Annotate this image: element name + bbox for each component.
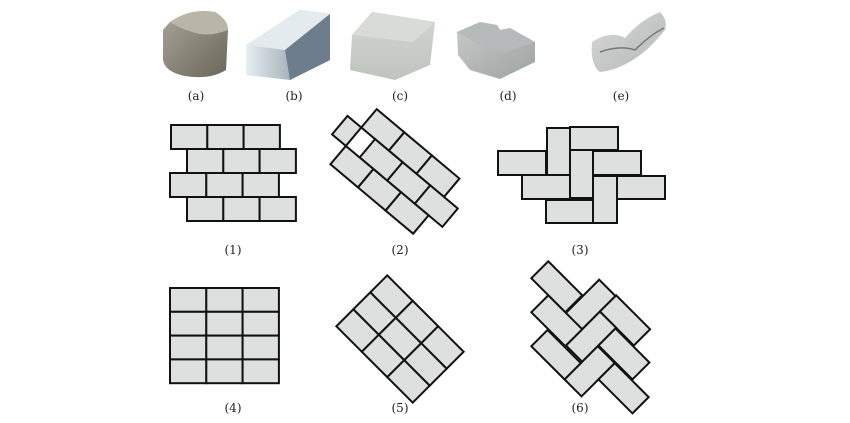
block-label-a: (a) [188,89,205,103]
paver-brick [206,124,245,150]
paver-brick [241,358,280,385]
paver-brick [242,124,281,150]
block-photo-c [350,12,435,80]
block-photo-e [591,12,666,72]
block-label-b: (b) [285,89,302,103]
paver-brick [597,327,651,381]
block-photo-d [457,22,535,79]
pattern-label-1: (1) [225,243,242,257]
paver-brick [384,190,430,236]
block-label-e: (e) [613,89,629,103]
paver-brick [205,172,244,198]
paver-brick [529,328,583,381]
block-photo-b [246,10,330,80]
pattern-label-4: (4) [225,401,242,415]
paver-brick [497,150,547,176]
paver-brick [169,172,208,198]
pattern-running-bond [169,124,297,222]
paver-brick [545,199,594,224]
paver-brick [592,150,642,176]
paver-brick [169,358,208,385]
block-label-c: (c) [392,89,408,103]
paver-brick [569,126,619,151]
paver-brick [205,310,244,337]
pattern-diagonal-stack-bond [334,273,466,405]
pattern-herringbone [497,126,666,224]
paver-brick [330,114,363,148]
paver-brick [170,124,209,150]
pattern-label-5: (5) [392,401,409,415]
paver-brick [186,196,225,222]
paver-brick [597,361,651,415]
paver-brick [205,358,244,385]
paver-brick [241,172,280,198]
paver-brick [385,358,432,405]
paver-brick [241,334,280,361]
pattern-diagonal-running-bond [329,107,461,236]
paver-brick [592,175,618,224]
block-label-d: (d) [499,89,516,103]
pattern-stack-bond [169,287,280,385]
paver-brick [258,196,297,222]
paver-brick [616,175,666,200]
paver-brick [569,149,594,199]
paver-brick [205,334,244,361]
paver-brick [205,287,244,313]
pattern-label-2: (2) [392,243,409,257]
pattern-label-6: (6) [572,401,589,415]
paver-brick [169,310,208,337]
paver-brick [546,127,571,177]
paver-brick [241,287,280,313]
paver-brick [258,148,297,174]
pattern-label-3: (3) [572,243,589,257]
paver-brick [222,148,261,174]
paver-brick [521,174,571,200]
paver-brick [241,310,280,337]
block-photo-a [163,11,228,78]
paver-brick [169,334,208,361]
paver-brick [222,196,261,222]
paver-brick [169,287,208,313]
paver-brick [186,148,225,174]
pattern-diagonal-herringbone [529,259,652,415]
